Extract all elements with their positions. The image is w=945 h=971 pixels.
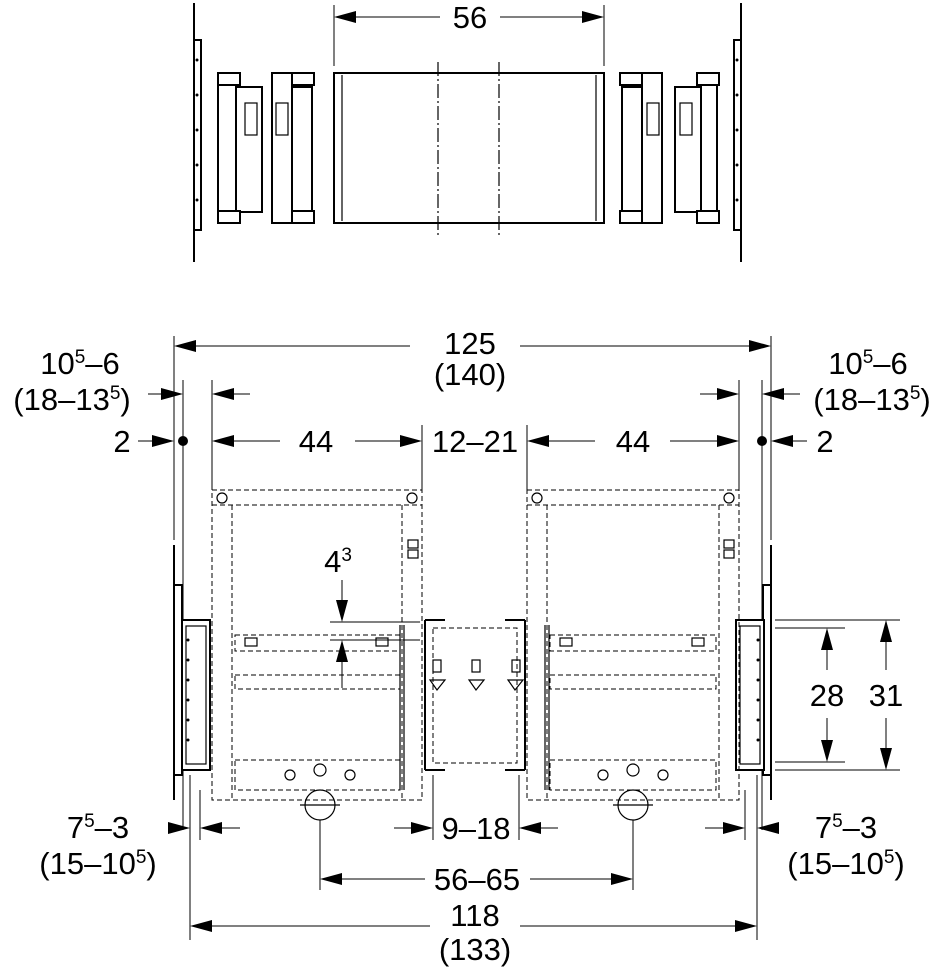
label-edge-gap-right: 2 (816, 424, 833, 459)
label-bracket-offset-left-rest: –6 (85, 346, 119, 381)
label-panel-outer-height: 31 (869, 678, 903, 713)
label-bracket-offset-left-sup: 5 (75, 347, 86, 368)
left-side-bracket (181, 619, 211, 771)
dim-inner-gap: 9–18 (394, 811, 558, 846)
label-side-offset-left-base: 7 (67, 810, 84, 845)
dim-top-panel-width: 56 (333, 0, 605, 66)
label-bracket-offset-right-sup: 5 (863, 347, 874, 368)
right-side-bracket (735, 619, 765, 771)
label-bottom-width: 118 (450, 898, 499, 933)
label-frame-gap: 12–21 (432, 424, 518, 459)
label-bracket-offset-left-base: 10 (40, 346, 74, 381)
label-side-offset-right-alt-sup: 5 (884, 847, 895, 868)
svg-text:105–6: 105–6 (40, 346, 120, 381)
dim-frame-width-right: 44 (527, 424, 739, 459)
label-bracket-offset-right-rest: –6 (873, 346, 907, 381)
svg-text:(15–105): (15–105) (787, 846, 904, 881)
dim-bottom-width: 118 (133) (190, 898, 757, 967)
right-frame (526, 489, 740, 821)
label-side-offset-left-sup: 5 (84, 811, 95, 832)
dim-rail-spacing: 43 (324, 544, 420, 688)
svg-text:75–3: 75–3 (815, 810, 877, 845)
label-rail-spacing-sup: 3 (341, 545, 352, 566)
assembly-view: 125 (140) 105–6 (18–135) 105–6 (13, 326, 930, 967)
left-wall-rail (193, 3, 202, 262)
right-bracket-2 (674, 72, 720, 224)
dim-drain-spacing: 56–65 (320, 862, 633, 897)
label-frame-width-right: 44 (616, 424, 650, 459)
label-inner-gap: 9–18 (442, 811, 511, 846)
label-bracket-offset-right-alt-base: (18–13 (813, 382, 910, 417)
label-bracket-offset-left-alt-base: (18–13 (13, 382, 110, 417)
label-rail-spacing-base: 4 (324, 544, 341, 579)
svg-text:(18–135): (18–135) (13, 382, 130, 417)
left-bracket-2 (271, 72, 315, 224)
dim-bracket-offset-left: 105–6 (18–135) (13, 346, 250, 417)
svg-text:(15–105): (15–105) (39, 846, 156, 881)
label-side-offset-left-alt-base: (15–10 (39, 846, 136, 881)
label-side-offset-right-alt-base: (15–10 (787, 846, 884, 881)
label-edge-gap-left: 2 (113, 424, 130, 459)
label-bracket-offset-right-alt-rest: ) (920, 382, 930, 417)
svg-text:43: 43 (324, 544, 352, 579)
label-overall-width-alt: (140) (434, 357, 506, 392)
right-bracket-1 (619, 72, 663, 224)
svg-text:75–3: 75–3 (67, 810, 129, 845)
center-connector (424, 619, 526, 771)
label-bottom-width-alt: (133) (439, 932, 511, 967)
label-side-offset-right-rest: –3 (843, 810, 877, 845)
label-drain-spacing: 56–65 (434, 862, 520, 897)
dim-frame-gap: 12–21 (432, 424, 518, 459)
label-side-offset-right-alt-rest: ) (894, 846, 904, 881)
dim-frame-width-left: 44 (212, 424, 422, 459)
svg-text:105–6: 105–6 (828, 346, 908, 381)
svg-text:(18–135): (18–135) (813, 382, 930, 417)
label-top-panel-width: 56 (453, 0, 487, 35)
label-bracket-offset-left-alt-sup: 5 (110, 383, 121, 404)
label-overall-width: 125 (444, 326, 496, 361)
label-side-offset-right-base: 7 (815, 810, 832, 845)
top-parts-view: 56 (193, 0, 742, 262)
dim-side-offset-right: 75–3 (15–105) (705, 810, 905, 881)
dim-edge-gap-left: 2 (113, 424, 188, 459)
label-panel-inner-height: 28 (810, 678, 844, 713)
label-bracket-offset-right-alt-sup: 5 (910, 383, 921, 404)
label-side-offset-left-alt-sup: 5 (136, 847, 147, 868)
left-frame (211, 489, 423, 821)
cover-panel (333, 62, 605, 235)
dim-overall-width: 125 (140) (174, 326, 771, 392)
dim-edge-gap-right: 2 (757, 424, 834, 459)
label-side-offset-left-rest: –3 (95, 810, 129, 845)
label-bracket-offset-right-base: 10 (828, 346, 862, 381)
label-bracket-offset-left-alt-rest: ) (120, 382, 130, 417)
label-side-offset-right-sup: 5 (832, 811, 843, 832)
right-wall-rail (733, 3, 742, 262)
label-frame-width-left: 44 (299, 424, 333, 459)
dim-panel-heights: 28 31 (775, 619, 903, 771)
left-bracket-1 (217, 72, 263, 224)
label-side-offset-left-alt-rest: ) (146, 846, 156, 881)
dim-bracket-offset-right: 105–6 (18–135) (700, 346, 931, 417)
dim-side-offset-left: 75–3 (15–105) (39, 810, 240, 881)
